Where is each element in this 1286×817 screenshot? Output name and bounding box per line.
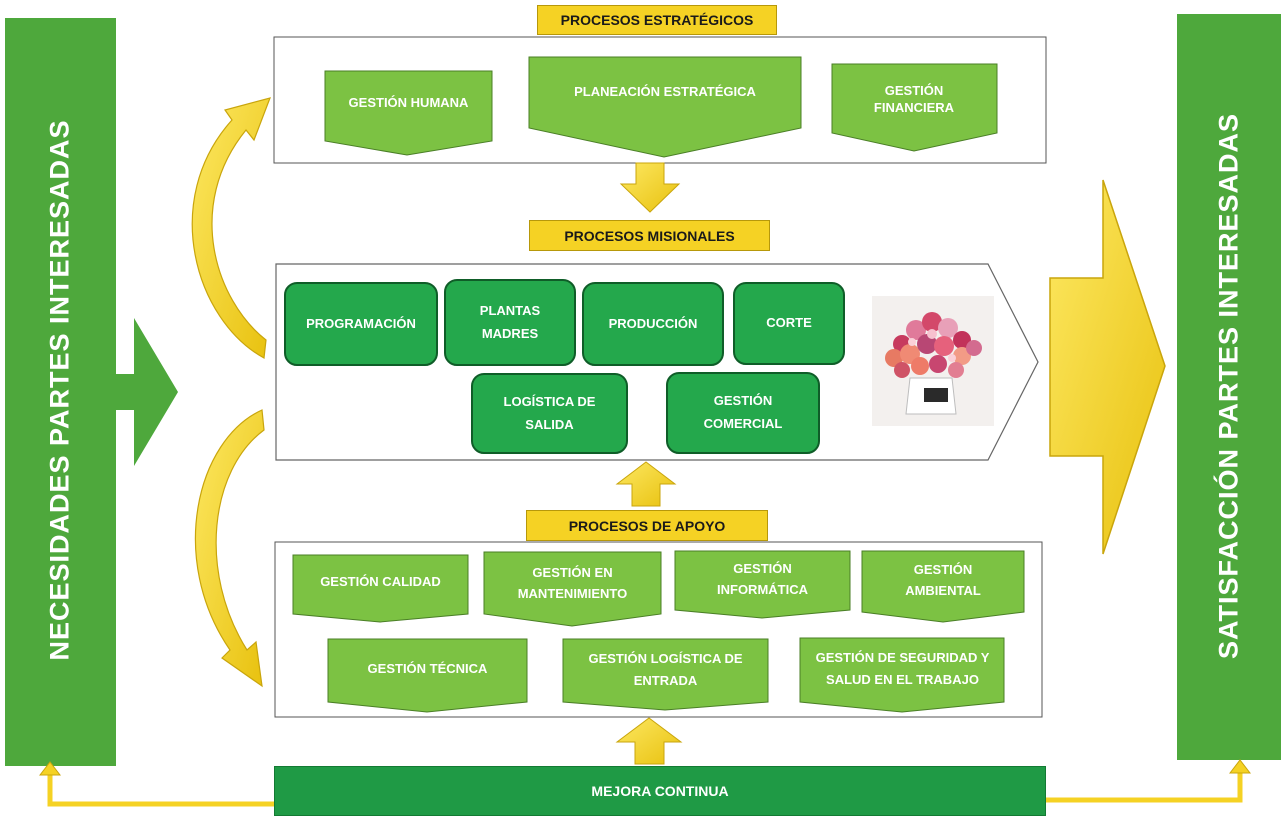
missional-item-4: CORTE — [733, 282, 845, 365]
down-arrow — [619, 162, 681, 213]
strategic-title: PROCESOS ESTRATÉGICOS — [537, 5, 777, 35]
flower-bouquet-photo — [872, 296, 994, 426]
curved-arrow-down — [194, 409, 265, 688]
strategic-item-1: GESTIÓN HUMANA — [348, 94, 469, 110]
feedback-line-left — [47, 772, 274, 807]
support-item-1: GESTIÓN CALIDAD — [320, 573, 441, 589]
right-bar-label: SATISFACCIÓN PARTES INTERESADAS — [1213, 112, 1244, 660]
up-arrow-improvement — [615, 717, 683, 765]
support-item-shape-2 — [483, 551, 662, 627]
missional-title: PROCESOS MISIONALES — [529, 220, 770, 251]
support-item-shape-7 — [799, 637, 1005, 713]
support-title: PROCESOS DE APOYO — [526, 510, 768, 541]
missional-item-5: LOGÍSTICA DE SALIDA — [471, 373, 628, 454]
support-item-3: GESTIÓN INFORMÁTICA — [717, 561, 808, 597]
curved-arrow-up — [191, 97, 271, 359]
support-item-5: GESTIÓN TÉCNICA — [367, 660, 488, 676]
strategic-item-shape-3 — [831, 63, 998, 152]
strategic-item-shape-2 — [528, 56, 802, 158]
improvement-bar: MEJORA CONTINUA — [274, 766, 1046, 816]
feedback-line-right — [1044, 770, 1243, 803]
left-bar-label: NECESIDADES PARTES INTERESADAS — [44, 119, 75, 661]
output-arrow — [1049, 179, 1166, 555]
missional-item-6: GESTIÓN COMERCIAL — [666, 372, 820, 454]
strategic-item-3: GESTIÓN FINANCIERA — [873, 83, 955, 115]
up-arrow-support — [615, 461, 677, 507]
support-item-shape-6 — [562, 638, 769, 711]
support-item-4: GESTIÓN AMBIENTAL — [905, 562, 981, 598]
strategic-item-2: PLANEACIÓN ESTRATÉGICA — [574, 83, 756, 99]
feedback-arrowhead-right — [1228, 759, 1252, 774]
missional-item-3: PRODUCCIÓN — [582, 282, 724, 366]
right-stakeholder-bar — [1177, 14, 1281, 760]
input-arrow — [116, 318, 178, 466]
missional-item-2: PLANTAS MADRES — [444, 279, 576, 366]
support-item-shape-4 — [861, 550, 1025, 623]
support-item-shape-5 — [327, 638, 528, 713]
support-item-7: GESTIÓN DE SEGURIDAD Y SALUD EN EL TRABA… — [815, 649, 990, 687]
support-item-6: GESTIÓN LOGÍSTICA DE ENTRADA — [588, 650, 743, 688]
support-item-shape-3 — [674, 550, 851, 619]
feedback-arrowhead-left — [38, 761, 62, 776]
support-item-2: GESTIÓN EN MANTENIMIENTO — [517, 565, 628, 601]
left-stakeholder-bar — [5, 18, 116, 766]
strategic-item-shape-1 — [324, 70, 493, 156]
missional-item-1: PROGRAMACIÓN — [284, 282, 438, 366]
support-item-shape-1 — [292, 554, 469, 623]
